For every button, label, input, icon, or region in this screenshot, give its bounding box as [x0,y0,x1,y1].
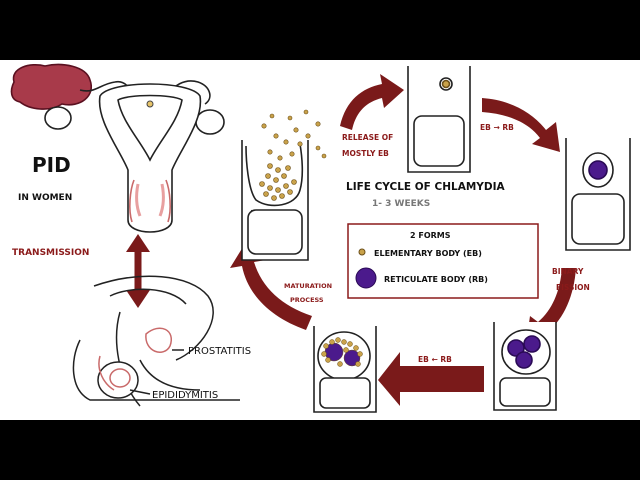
transmission-arrow [126,234,150,308]
release-label-line1: RELEASE OF [342,133,393,142]
binary-fission-line1: BINARY [552,267,584,276]
diagram-canvas: PID IN WOMEN TRANSMISSION PROSTATITIS EP… [10,63,631,413]
eb-legend-label: ELEMENTARY BODY (EB) [374,249,482,258]
pid-title: PID [32,153,71,177]
inflamed-ovary [10,63,93,110]
cell-bottom-left [313,326,377,413]
maturing-inclusion [321,337,363,367]
forms-legend: 2 FORMS ELEMENTARY BODY (EB) RETICULATE … [347,223,539,299]
rb-legend-dot [355,267,377,289]
eb-to-rb-label: EB → RB [480,123,514,132]
in-women-label: IN WOMEN [18,193,72,203]
cell-release [241,140,309,261]
cycle-duration: 1- 3 WEEKS [372,199,430,209]
eb-legend-dot [358,248,366,256]
rb-to-eb-label: EB ← RB [418,355,452,364]
cycle-title: LIFE CYCLE OF CHLAMYDIA [346,181,505,193]
arrow-release-to-top [340,74,404,130]
male-anatomy-illustration [72,275,240,407]
transmission-label: TRANSMISSION [12,248,89,258]
maturation-line2: PROCESS [290,296,324,304]
cell-bottom-right [493,322,557,411]
forms-title: 2 FORMS [410,231,451,240]
arrow-bottomleft-to-left [230,242,312,330]
released-eb-particles [259,109,327,201]
release-label-line2: MOSTLY EB [342,149,389,158]
prostatitis-label: PROSTATITIS [188,346,251,357]
cell-right [565,138,631,251]
cell-top [407,66,471,173]
rb-legend-label: RETICULATE BODY (RB) [384,275,488,284]
binary-fission-line2: FISSION [556,283,590,292]
epididymitis-label: EPIDIDYMITIS [152,390,218,401]
arrow-bottomright-to-bottomleft [378,352,484,406]
uterus-illustration [10,63,225,233]
arrow-top-to-right [482,98,560,152]
maturation-line1: MATURATION [284,282,332,290]
whiteboard-panel: PID IN WOMEN TRANSMISSION PROSTATITIS EP… [0,60,640,420]
